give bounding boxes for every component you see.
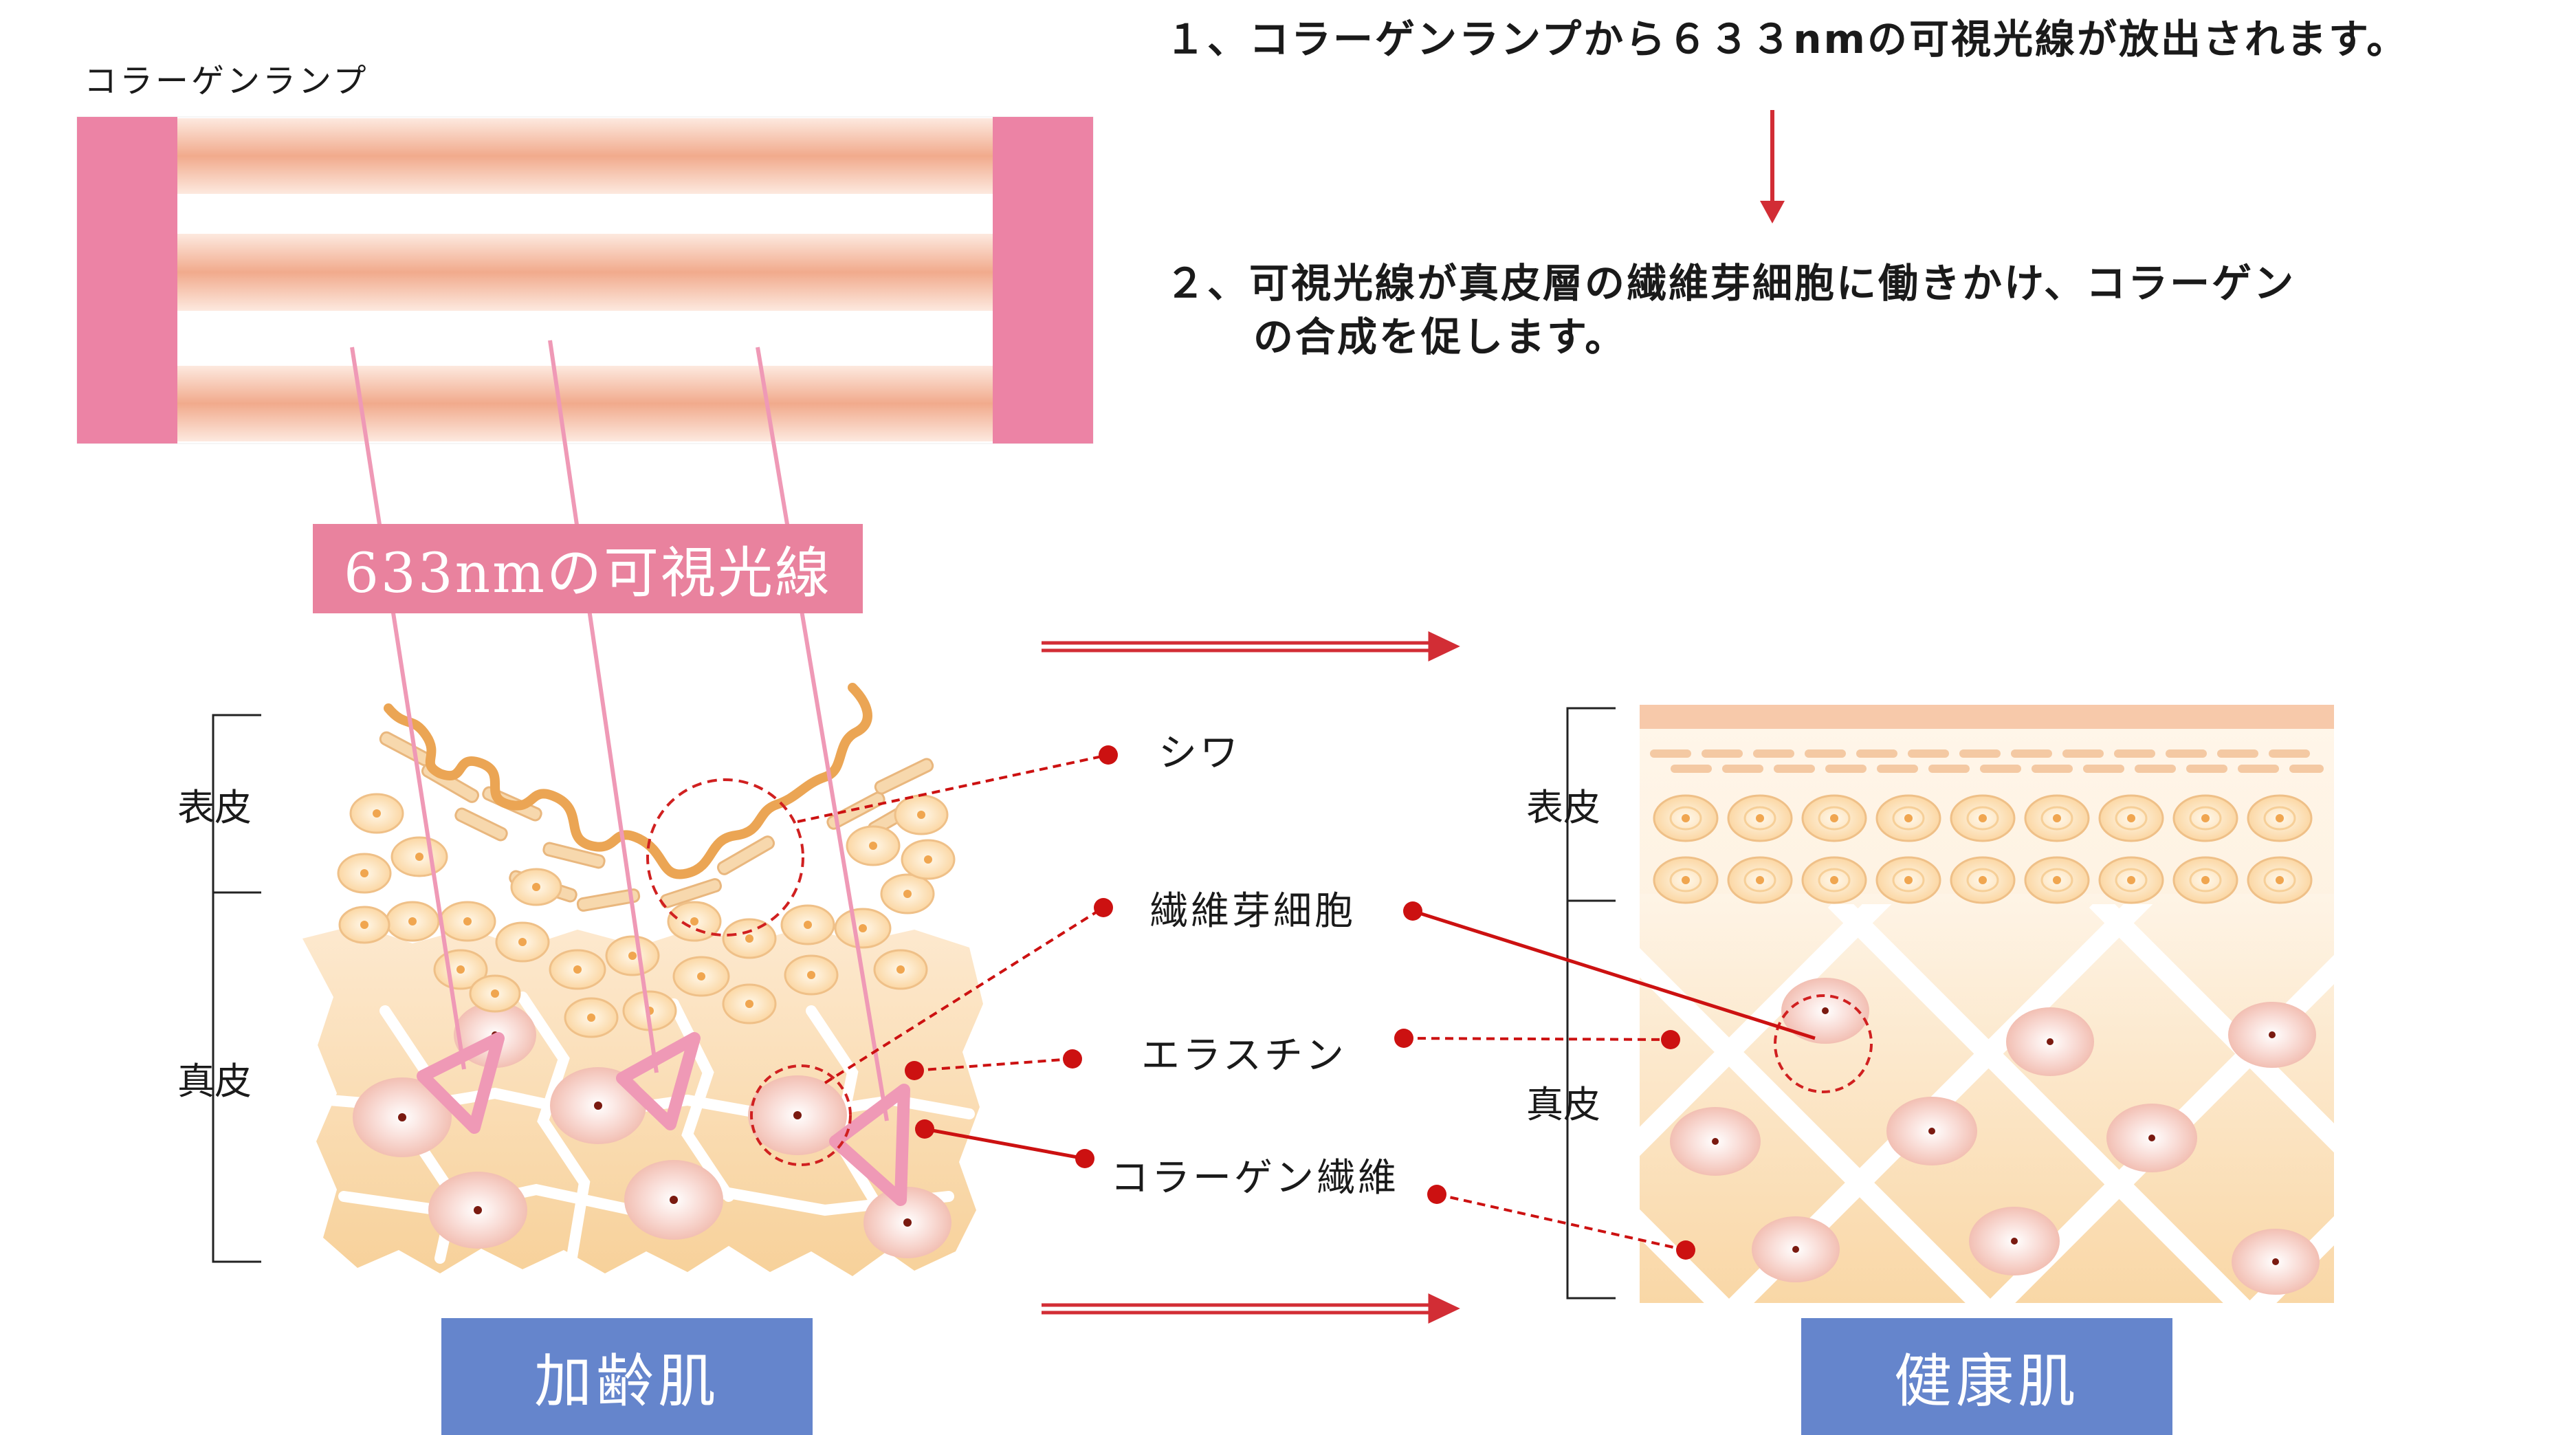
elastin-callout-label: エラスチン bbox=[1141, 1033, 1347, 1078]
epidermis-cell-nucleus bbox=[1756, 876, 1764, 884]
epidermis-cell-inner bbox=[1743, 868, 1776, 892]
epidermis-cell-nucleus bbox=[2276, 876, 2284, 884]
epidermis-cell-inner bbox=[1669, 806, 1702, 831]
epidermis-cell-nucleus bbox=[2201, 814, 2210, 822]
epidermis-cell-nucleus bbox=[1756, 814, 1764, 822]
epidermis-cell-inner bbox=[2040, 806, 2073, 831]
aged-dermis-label: 真皮 bbox=[177, 1060, 252, 1103]
healthy-epidermis-cells bbox=[1653, 794, 2313, 904]
wrinkle-highlight-circle bbox=[646, 778, 804, 936]
collagen-fiber-callout-label: コラーゲン繊維 bbox=[1110, 1156, 1399, 1201]
epidermis-cell-nucleus bbox=[1830, 814, 1838, 822]
wavelength-label: 633nmの可視光線 bbox=[313, 524, 863, 613]
epidermis-cell-nucleus bbox=[2053, 876, 2061, 884]
step-1-text: １、コラーゲンランプから６３３nmの可視光線が放出されます。 bbox=[1165, 16, 2409, 63]
epidermis-cell-nucleus bbox=[1979, 814, 1987, 822]
healthy-epidermis-label: 表皮 bbox=[1526, 786, 1600, 829]
aged-skin-label: 加齢肌 bbox=[441, 1318, 813, 1435]
epidermis-cell-inner bbox=[1818, 868, 1851, 892]
epidermis-cell-inner bbox=[1743, 806, 1776, 831]
epidermis-cell-inner bbox=[1966, 868, 1999, 892]
epidermis-cell-inner bbox=[2115, 868, 2148, 892]
callout-pointers bbox=[797, 754, 1816, 1251]
epidermis-cell-inner bbox=[2189, 806, 2222, 831]
epidermis-cell-nucleus bbox=[1682, 876, 1690, 884]
epidermis-cell-inner bbox=[2040, 868, 2073, 892]
epidermis-cell-inner bbox=[1818, 806, 1851, 831]
epidermis-cell-nucleus bbox=[2276, 814, 2284, 822]
callout-dots bbox=[905, 745, 1695, 1260]
wrinkle-line bbox=[384, 683, 872, 879]
healthy-dermis-label: 真皮 bbox=[1526, 1083, 1600, 1126]
progress-arrows bbox=[1042, 631, 1460, 1324]
fibroblast-highlight-circle bbox=[750, 1064, 852, 1166]
epidermis-cell-inner bbox=[2115, 806, 2148, 831]
epidermis-cell-nucleus bbox=[2053, 814, 2061, 822]
collagen-lamp bbox=[76, 116, 1094, 444]
light-rays bbox=[350, 340, 910, 1206]
epidermis-cell-nucleus bbox=[2127, 814, 2135, 822]
epidermis-cell-inner bbox=[1892, 868, 1925, 892]
step-2-line-1: ２、可視光線が真皮層の繊維芽細胞に働きかけ、コラーゲン bbox=[1165, 260, 2296, 307]
healthy-skin-label: 健康肌 bbox=[1801, 1318, 2172, 1435]
epidermis-cell-nucleus bbox=[1904, 814, 1913, 822]
aged-epidermis-label: 表皮 bbox=[177, 786, 252, 829]
epidermis-cell-nucleus bbox=[1830, 876, 1838, 884]
step-arrow bbox=[1760, 110, 1785, 223]
epidermis-cell-inner bbox=[2189, 868, 2222, 892]
wrinkle-callout-label: シワ bbox=[1158, 731, 1241, 776]
epidermis-cell-inner bbox=[1669, 868, 1702, 892]
epidermis-cell-inner bbox=[2263, 806, 2296, 831]
epidermis-cell-nucleus bbox=[1979, 876, 1987, 884]
epidermis-cell-nucleus bbox=[1682, 814, 1690, 822]
step-2-line-2: の合成を促します。 bbox=[1253, 314, 1627, 360]
epidermis-cell-inner bbox=[1892, 806, 1925, 831]
epidermis-cell-nucleus bbox=[2201, 876, 2210, 884]
aged-fibroblasts bbox=[353, 1002, 951, 1258]
healthy-skin bbox=[1640, 705, 2334, 1303]
epidermis-cell-inner bbox=[2263, 868, 2296, 892]
epidermis-cell-nucleus bbox=[1904, 876, 1913, 884]
layer-brackets bbox=[212, 707, 1616, 1300]
lamp-label: コラーゲンランプ bbox=[84, 62, 369, 100]
epidermis-cell-inner bbox=[1966, 806, 1999, 831]
epidermis-cell-nucleus bbox=[2127, 876, 2135, 884]
collagen-lattice bbox=[1640, 904, 2334, 1303]
healthy-fibroblast-highlight-circle bbox=[1774, 994, 1873, 1093]
fibroblast-callout-label: 繊維芽細胞 bbox=[1149, 889, 1356, 934]
